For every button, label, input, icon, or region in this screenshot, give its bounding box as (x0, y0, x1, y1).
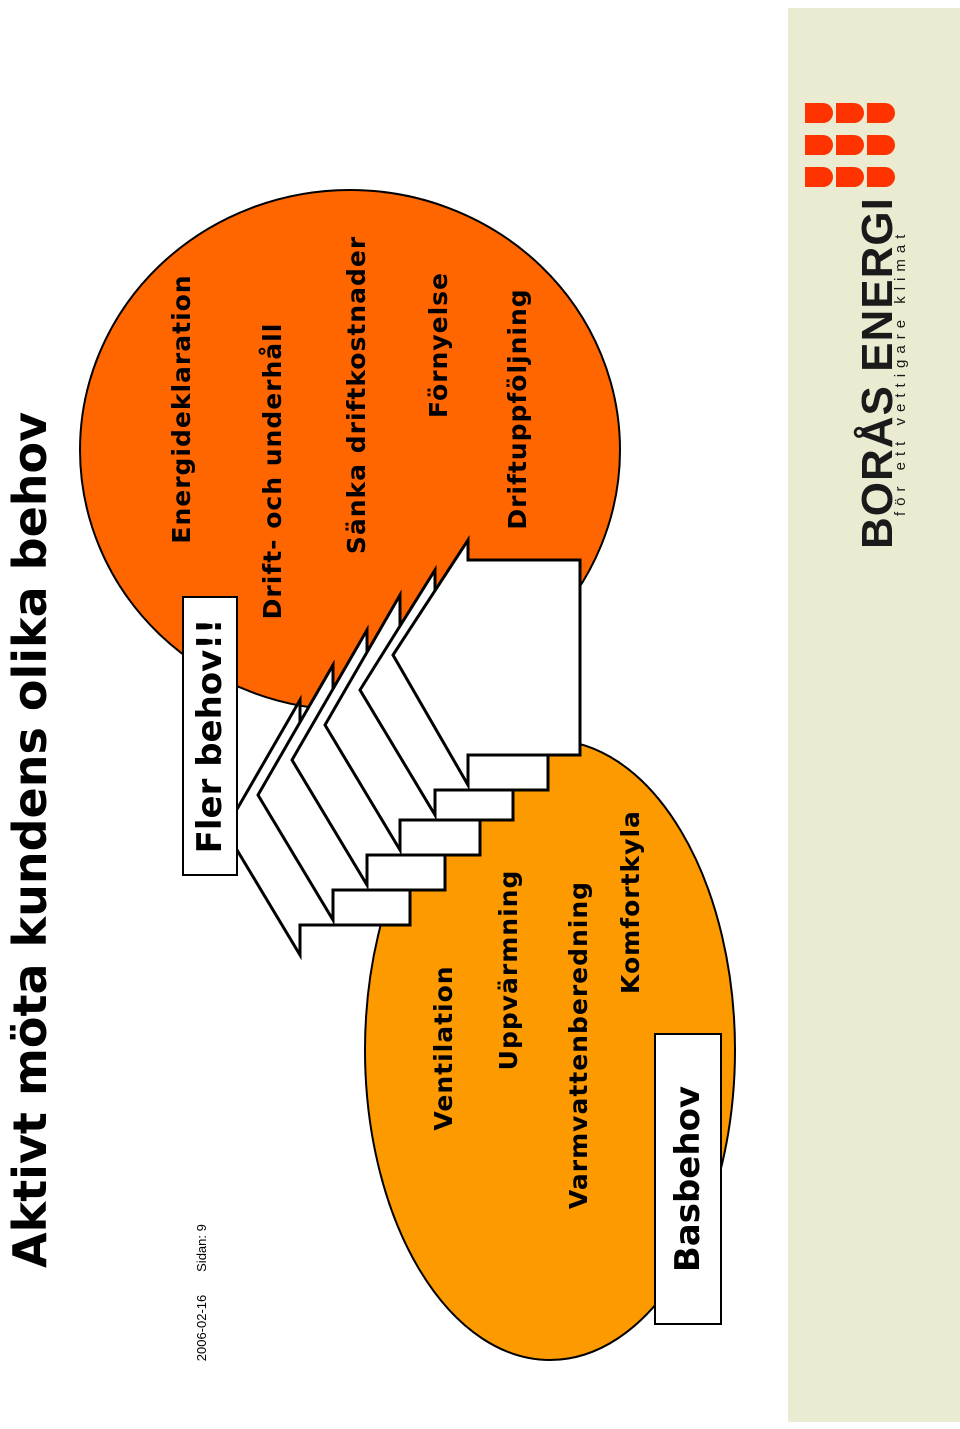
arrow-shape-6 (391, 534, 582, 791)
boras-energi-logo-icon (805, 103, 895, 187)
basbehov-item-3: Varmvattenberedning (564, 880, 593, 1210)
fler-behov-label: Fler behov!! (182, 596, 238, 876)
fler-behov-item-3: Sänka driftkostnader (342, 235, 371, 555)
basbehov-item-2: Uppvärmning (494, 869, 523, 1071)
fler-behov-item-4: Förnyelse (424, 271, 453, 419)
basbehov-label: Basbehov (654, 1033, 722, 1325)
brand-tagline: för ett vettigare klimat (892, 228, 909, 516)
brand-panel (788, 8, 960, 1422)
footer-page: Sidan: 9 (194, 1224, 209, 1272)
fler-behov-item-5: Driftuppföljning (503, 288, 532, 530)
arrow-stack (223, 534, 582, 961)
basbehov-item-4: Komfortkyla (616, 810, 645, 994)
fler-behov-item-2: Drift- och underhåll (258, 322, 287, 620)
fler-behov-item-1: Energideklaration (167, 274, 196, 544)
basbehov-item-1: Ventilation (429, 965, 458, 1131)
page-title: Aktivt möta kundens olika behov (3, 411, 57, 1268)
